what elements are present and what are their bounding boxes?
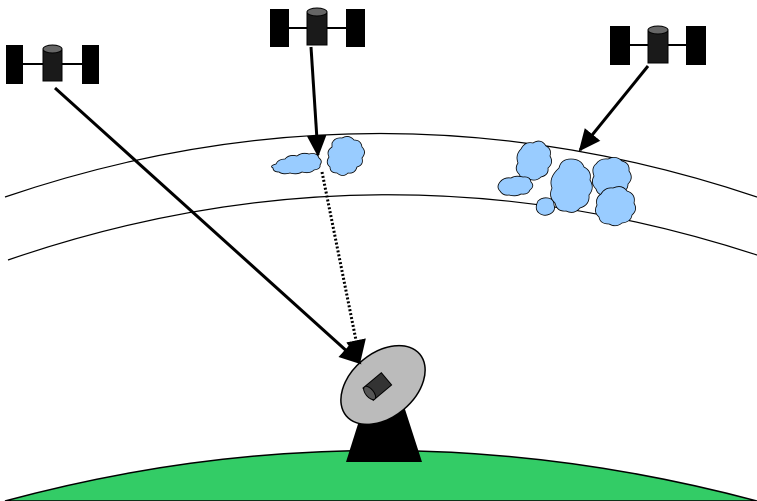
signal-middle-attenuated (320, 171, 366, 362)
satellite-dome (306, 7, 328, 17)
cloud-group-middle (271, 136, 365, 176)
atmosphere-layers (4, 132, 757, 261)
satellite-dome (42, 44, 63, 54)
cloud-group-right (497, 140, 636, 227)
satellite-body (647, 29, 669, 64)
satellite-left (6, 44, 99, 84)
cloud (515, 140, 552, 181)
dish-feed (362, 371, 393, 402)
satellite-body (42, 48, 63, 82)
cloud (595, 186, 636, 227)
satellite-middle (270, 7, 365, 47)
solar-panel (270, 9, 289, 47)
solar-panel (610, 26, 630, 65)
ground-station (340, 344, 426, 462)
signal-middle-upper (306, 46, 327, 157)
satellite-dome (647, 25, 669, 35)
signal-right-blocked (578, 65, 650, 152)
satellite-body (306, 11, 328, 46)
signal-left-clear (53, 86, 362, 365)
satellite-right (610, 25, 706, 65)
cloud (535, 197, 555, 216)
solar-panel (686, 26, 706, 65)
cloud (271, 152, 322, 175)
signal-paths (53, 46, 650, 365)
solar-panel (6, 45, 23, 84)
cloud (497, 175, 534, 197)
solar-panel (346, 9, 365, 47)
cloud (550, 158, 593, 213)
solar-panel (82, 45, 99, 84)
atmosphere-inner-boundary (7, 194, 757, 261)
atmosphere-outer-boundary (4, 132, 757, 198)
cloud (326, 136, 365, 176)
